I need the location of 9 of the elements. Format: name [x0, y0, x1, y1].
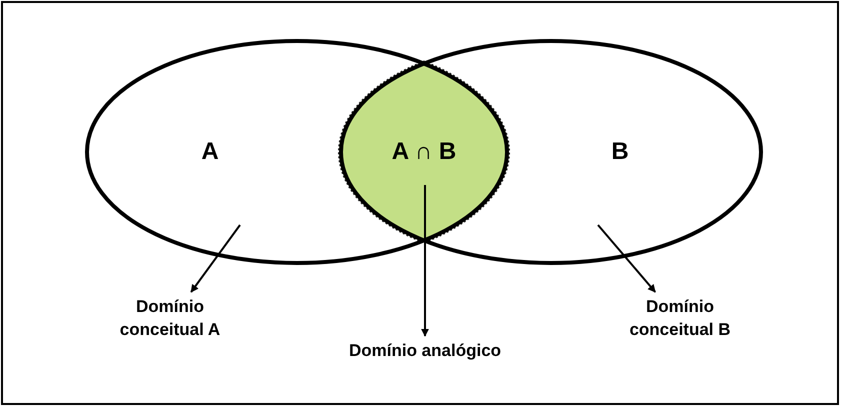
leader-arrow [190, 224, 241, 293]
callout-label: Domínio conceitual A [118, 296, 222, 341]
set-label: A ∩ B [392, 138, 456, 166]
set-label: A [201, 138, 219, 166]
leader-arrow [421, 185, 429, 337]
leader-arrow [597, 224, 656, 293]
set-label: B [611, 138, 629, 166]
callout-label: Domínio analógico [348, 340, 502, 362]
callout-label: Domínio conceitual B [628, 296, 732, 341]
